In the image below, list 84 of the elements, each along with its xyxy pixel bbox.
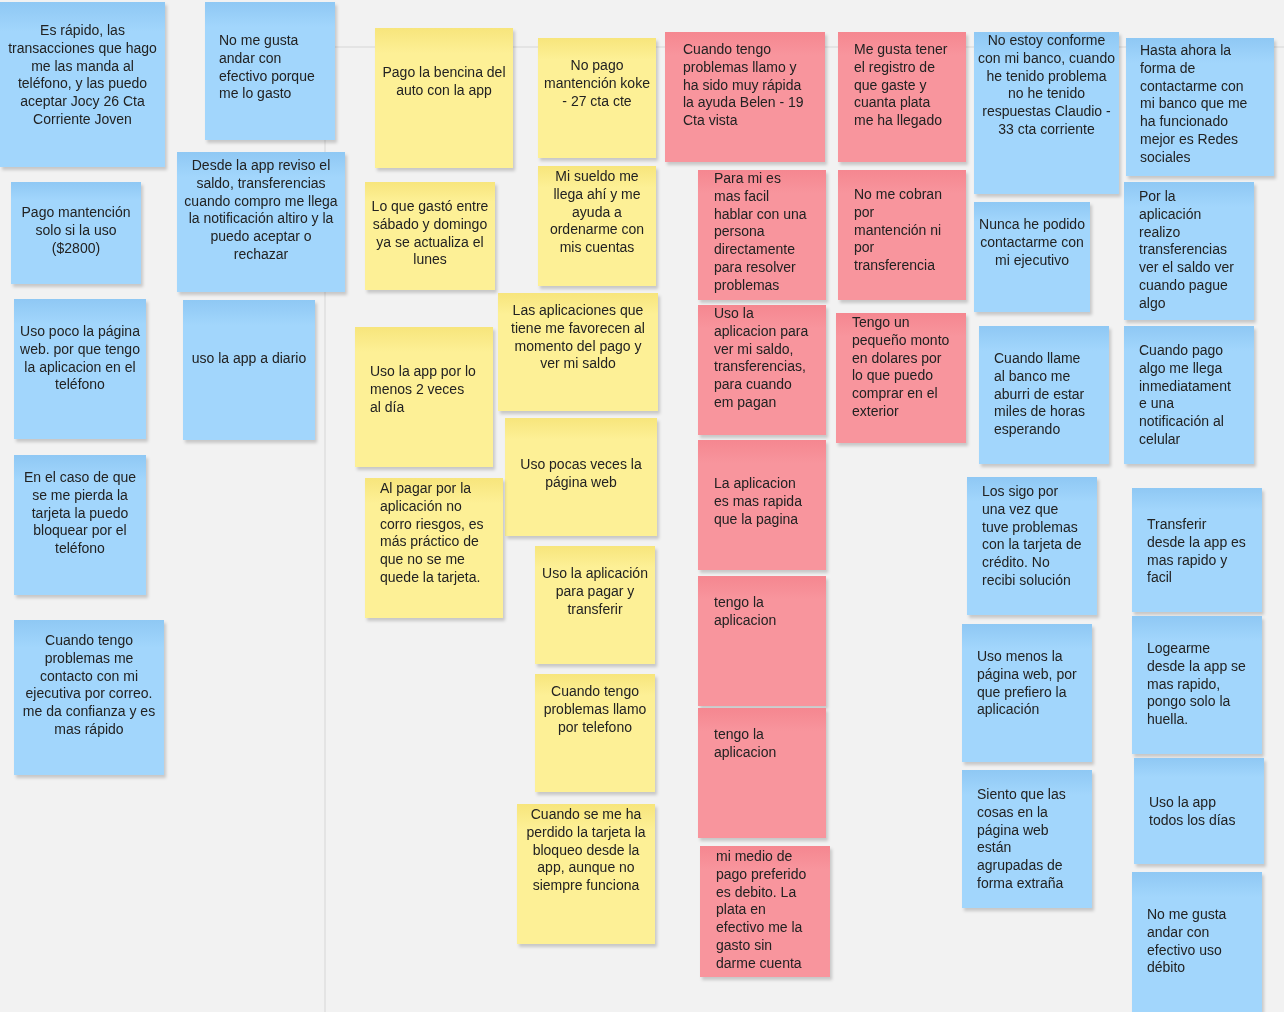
note-text: mi medio de pago preferido es debito. La plata en efectivo me la gasto sin darme cuenta <box>716 848 808 973</box>
sticky-note <box>838 170 966 300</box>
note-text: En el caso de que se me pierda la tarjeta la puedo bloquear por el teléfono <box>22 469 138 558</box>
note-text: Pago la bencina del auto con la app <box>381 64 507 100</box>
note-text: Los sigo por una vez que tuve problemas con la tarjeta de crédito. No recibi solución <box>982 483 1082 590</box>
sticky-note <box>1124 326 1254 464</box>
note-text: Pago mantención solo si la uso ($2800) <box>20 204 132 258</box>
sticky-note <box>14 620 164 775</box>
note-text: Mi sueldo me llega ahí y me ayuda a ordenarme con mis cuentas <box>548 168 646 257</box>
sticky-note <box>974 32 1119 194</box>
sticky-note <box>1134 758 1264 864</box>
note-text: Uso pocas veces la página web <box>519 456 643 492</box>
note-text: Lo que gastó entre sábado y domingo ya se actualiza el lunes <box>370 198 490 270</box>
note-text: tengo la aplicacion <box>714 726 778 762</box>
note-text: No pago mantención koke - 27 cta cte <box>543 57 651 111</box>
note-text: Uso poco la página web. por que tengo la aplicacion en el teléfono <box>19 323 141 395</box>
note-text: Uso la aplicacion para ver mi saldo, transferencias, para cuando em pagan <box>714 305 810 412</box>
sticky-note <box>535 546 655 664</box>
sticky-note <box>538 38 656 158</box>
note-text: uso la app a diario <box>190 350 308 368</box>
note-text: No me gusta andar con efectivo porque me lo gasto <box>219 32 316 104</box>
note-text: Cuando pago algo me llega inmediatament e una notificación al celular <box>1139 342 1232 449</box>
sticky-note <box>1132 488 1262 612</box>
note-text: Nunca he podido contactarme con mi ejecutivo <box>978 216 1086 270</box>
note-text: Tengo un pequeño monto en dolares por lo que puedo comprar en el exterior <box>852 314 950 421</box>
sticky-note <box>698 576 826 706</box>
note-text: Cuando se me ha perdido la tarjeta la bloqueo desde la app, aunque no siempre funciona <box>525 806 647 895</box>
note-text: La aplicacion es mas rapida que la pagina <box>714 475 803 529</box>
sticky-note <box>355 327 493 467</box>
note-text: Transferir desde la app es mas rapido y facil <box>1147 516 1247 588</box>
sticky-note <box>538 166 656 286</box>
sticky-note <box>498 293 658 411</box>
sticky-note <box>836 313 966 443</box>
sticky-note <box>535 674 655 792</box>
sticky-note <box>365 182 495 290</box>
note-text: Es rápido, las transacciones que hago me las manda al teléfono, y las puedo aceptar Jocy 26 Cta Corriente Joven <box>8 22 157 129</box>
note-text: Las aplicaciones que tiene me favorecen al momento del pago y ver mi saldo <box>510 302 646 374</box>
note-text: Cuando tengo problemas me contacto con mi ejecutiva por correo. me da confianza y es mas rápido <box>21 632 157 739</box>
note-text: Cuando tengo problemas llamo y ha sido muy rápida la ayuda Belen - 19 Cta vista <box>683 41 805 130</box>
sticky-note <box>967 477 1097 615</box>
sticky-note <box>698 305 826 435</box>
sticky-note <box>962 770 1092 908</box>
note-text: Logearme desde la app se mas rapido, pongo solo la huella. <box>1147 640 1247 729</box>
sticky-note <box>375 28 513 168</box>
sticky-note <box>365 478 503 618</box>
note-text: Siento que las cosas en la página web están agrupadas de forma extraña <box>977 786 1067 893</box>
sticky-note <box>1124 182 1254 320</box>
note-text: Uso la app por lo menos 2 veces al día <box>370 363 477 417</box>
note-text: No estoy conforme con mi banco, cuando he tenido problema no he tenido respuestas Claudio - 33 cta corriente <box>978 32 1115 139</box>
note-text: tengo la aplicacion <box>714 594 778 630</box>
sticky-note <box>698 170 826 300</box>
sticky-note <box>0 2 165 167</box>
note-text: Al pagar por la aplicación no corro riesgos, es más práctico de que no se me quede la tarjeta. <box>380 480 485 587</box>
sticky-note <box>177 152 345 292</box>
sticky-note <box>517 804 655 944</box>
sticky-note <box>700 846 830 977</box>
sticky-note <box>698 708 826 838</box>
sticky-note <box>1132 872 1262 1012</box>
note-text: Hasta ahora la forma de contactarme con mi banco que me ha funcionado mejor es Redes sociales <box>1140 42 1249 167</box>
note-text: Desde la app reviso el saldo, transferencias cuando compro me llega la notificación altiro y la puedo aceptar o rechazar <box>183 157 339 264</box>
note-text: Cuando tengo problemas llamo por telefono <box>542 683 648 737</box>
note-text: Uso menos la página web, por que prefiero la aplicación <box>977 648 1077 720</box>
note-text: Uso la aplicación para pagar y transferir <box>541 565 649 619</box>
sticky-note <box>974 202 1090 312</box>
sticky-note <box>14 455 146 595</box>
sticky-note <box>979 326 1109 464</box>
sticky-note <box>14 299 146 439</box>
sticky-note <box>1132 616 1262 754</box>
sticky-note <box>205 2 335 140</box>
note-text: No me cobran por mantención ni por transferencia <box>854 186 943 275</box>
sticky-note <box>838 32 966 162</box>
note-text: Uso la app todos los días <box>1149 794 1237 830</box>
sticky-note <box>183 300 315 440</box>
sticky-note <box>698 440 826 570</box>
note-text: Para mi es mas facil hablar con una persona directamente para resolver problemas <box>714 170 808 295</box>
sticky-note <box>1126 38 1274 176</box>
sticky-note <box>665 32 825 162</box>
note-text: Cuando llame al banco me aburri de estar miles de horas esperando <box>994 350 1087 439</box>
sticky-note <box>505 418 657 536</box>
sticky-note <box>11 182 141 284</box>
sticky-note <box>962 624 1092 762</box>
note-text: No me gusta andar con efectivo uso débito <box>1147 906 1228 978</box>
note-text: Me gusta tener el registro de que gaste y cuanta plata me ha llegado <box>854 41 949 130</box>
note-text: Por la aplicación realizo transferencias ver el saldo ver cuando pague algo <box>1139 188 1235 313</box>
